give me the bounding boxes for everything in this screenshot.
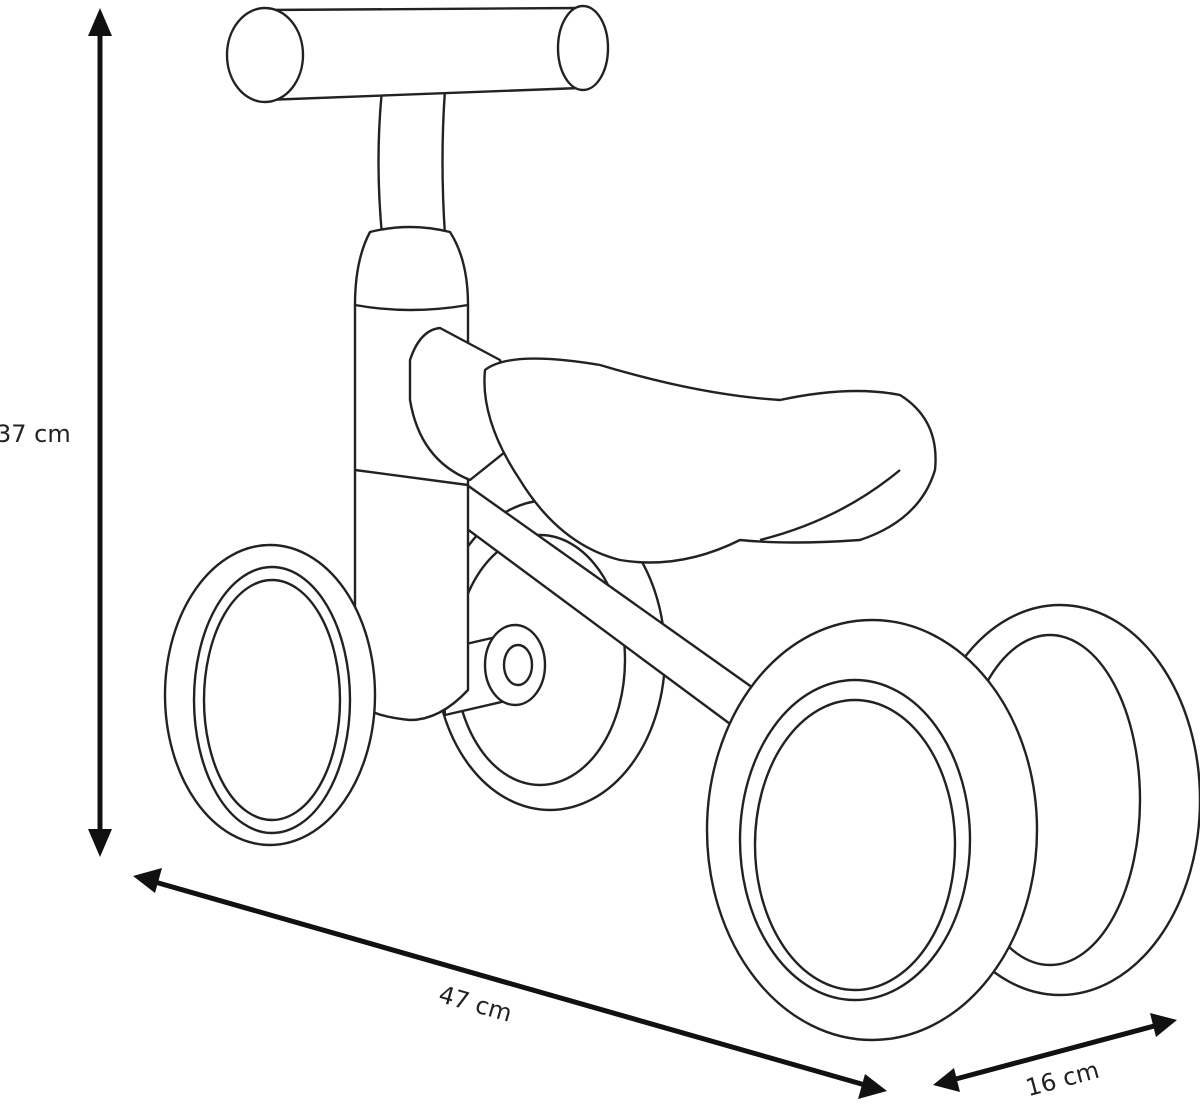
handlebar-stem [377, 88, 447, 237]
seat [408, 326, 937, 564]
height-arrow [88, 8, 112, 857]
front-wheel [163, 543, 377, 847]
head-collar [353, 225, 470, 312]
handlebar [225, 4, 610, 104]
rear-wheel [705, 618, 1039, 1042]
width-arrow [933, 1013, 1177, 1092]
height-label: 37 cm [0, 420, 71, 448]
length-arrow [133, 868, 887, 1099]
